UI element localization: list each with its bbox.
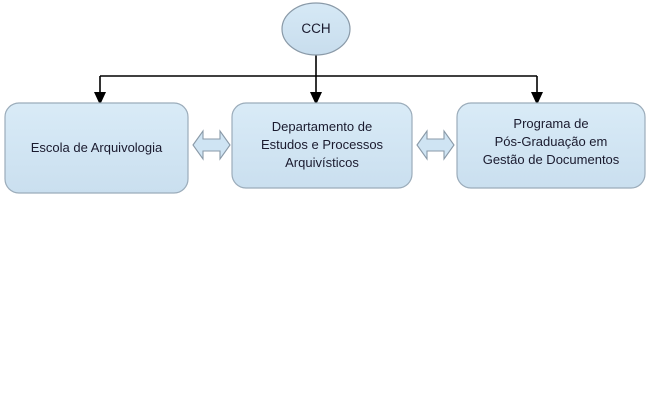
arrowhead-departamento xyxy=(310,92,322,105)
node-escola-de-arquivologia[interactable] xyxy=(4,102,189,194)
double-arrow-escola-departamento[interactable] xyxy=(192,129,231,161)
connector-to-programa xyxy=(531,76,543,105)
node-departamento-estudos-processos[interactable] xyxy=(231,102,413,189)
node-cch[interactable] xyxy=(281,2,351,56)
connector-tree xyxy=(94,55,543,105)
connector-to-departamento xyxy=(310,76,322,105)
arrowhead-programa xyxy=(531,92,543,105)
arrowhead-escola xyxy=(94,92,106,105)
double-arrow-departamento-programa[interactable] xyxy=(416,129,455,161)
connector-to-escola xyxy=(94,76,106,105)
node-programa-pos-graduacao[interactable] xyxy=(456,102,646,189)
